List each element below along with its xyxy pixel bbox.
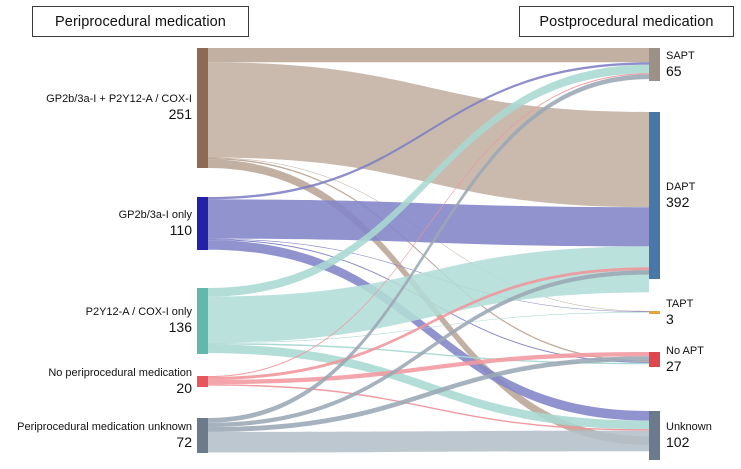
sankey-node-peri_gp_p2y: [197, 48, 208, 168]
node-label-name: No periprocedural medication: [48, 366, 192, 379]
node-label-name: No APT: [666, 344, 704, 357]
sankey-node-peri_p2y: [197, 288, 208, 354]
sankey-link: [208, 384, 649, 431]
node-label-name: P2Y12-A / COX-I only: [85, 306, 192, 318]
sankey-links: [208, 48, 649, 453]
node-label-name: DAPT: [666, 180, 696, 193]
sankey-node-post_sapt: [649, 48, 660, 81]
sankey-link: [208, 246, 649, 343]
sankey-node-post_tapt: [649, 311, 660, 314]
node-label-name: SAPT: [666, 49, 695, 62]
node-label-value: 20: [176, 379, 192, 396]
sankey-link: [208, 64, 649, 297]
node-label-value: 110: [169, 221, 192, 238]
sankey-link: [208, 199, 649, 247]
sankey-nodes: [197, 48, 660, 460]
sankey-link: [208, 62, 649, 208]
sankey-link: [208, 352, 649, 385]
sankey-link: [208, 267, 649, 380]
node-label-value: 392: [666, 193, 690, 210]
periprocedural-header-box: Periprocedural medication: [32, 6, 249, 37]
sankey-link: [208, 62, 649, 200]
node-label-value: 136: [168, 319, 192, 335]
postprocedural-header-label: Postprocedural medication: [539, 13, 714, 30]
sankey-link: [208, 48, 649, 63]
node-label-value: 251: [168, 106, 192, 122]
sankey-node-post_unk: [649, 411, 660, 460]
node-label-name: Unknown: [666, 420, 712, 433]
node-label-value: 102: [666, 433, 690, 450]
sankey-link: [208, 356, 649, 432]
sankey-node-peri_gp: [197, 197, 208, 250]
sankey-link: [208, 74, 649, 423]
sankey-node-peri_none: [197, 376, 208, 387]
sankey-link: [208, 270, 649, 428]
node-label-name: GP2b/3a-I only: [118, 208, 192, 221]
sankey-link: [208, 240, 649, 421]
node-label-value: 72: [176, 433, 192, 450]
sankey-link: [208, 73, 649, 378]
postprocedural-header-box: Postprocedural medication: [519, 6, 734, 37]
node-label-name: TAPT: [666, 298, 694, 310]
sankey-link: [208, 430, 649, 453]
node-label-name: Periprocedural medication unknown: [17, 420, 192, 433]
node-label-value: 27: [666, 357, 682, 374]
sankey-node-peri_unk: [197, 418, 208, 453]
sankey-link: [208, 158, 649, 362]
sankey-link: [208, 344, 649, 430]
node-label-value: 65: [666, 62, 682, 79]
periprocedural-header-label: Periprocedural medication: [55, 13, 226, 30]
node-label-value: 3: [666, 311, 674, 327]
sankey-node-post_noapt: [649, 352, 660, 367]
sankey-link: [208, 312, 649, 344]
node-label-name: GP2b/3a-I + P2Y12-A / COX-I: [46, 93, 192, 105]
sankey-node-post_dapt: [649, 112, 660, 279]
sankey-link: [208, 343, 649, 365]
